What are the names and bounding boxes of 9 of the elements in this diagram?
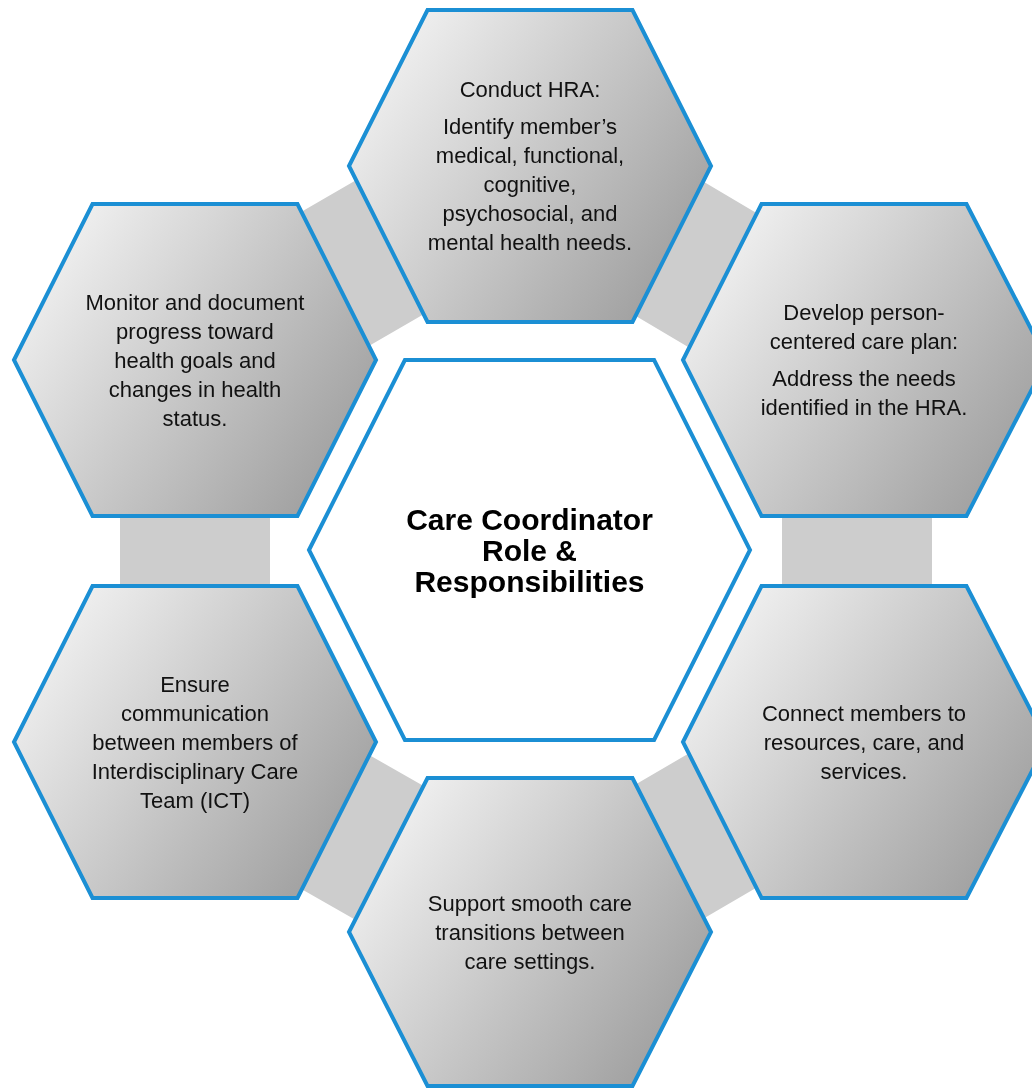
hexagon-text: Identify member’s medical, functional, cognitive, psychosocial, and mental health needs.: [426, 113, 634, 257]
hexagon-text: Address the needs identified in the HRA.: [759, 365, 969, 422]
hexagon-heading: Develop person-centered care plan:: [768, 299, 960, 356]
hexagon-text: Connect members to resources, care, and services.: [760, 699, 968, 786]
hexagon-text: Support smooth care transitions between care settings.: [426, 889, 634, 976]
center-title: Care Coordinator Role & Responsibilities: [405, 503, 654, 597]
hexagon-text: Ensure communication between members of Interdisciplinary Care Team (ICT): [90, 670, 300, 815]
hexagon-heading: Conduct HRA:: [459, 76, 601, 104]
hexagon-text: Monitor and document progress toward health goals and changes in health status.: [84, 288, 306, 433]
